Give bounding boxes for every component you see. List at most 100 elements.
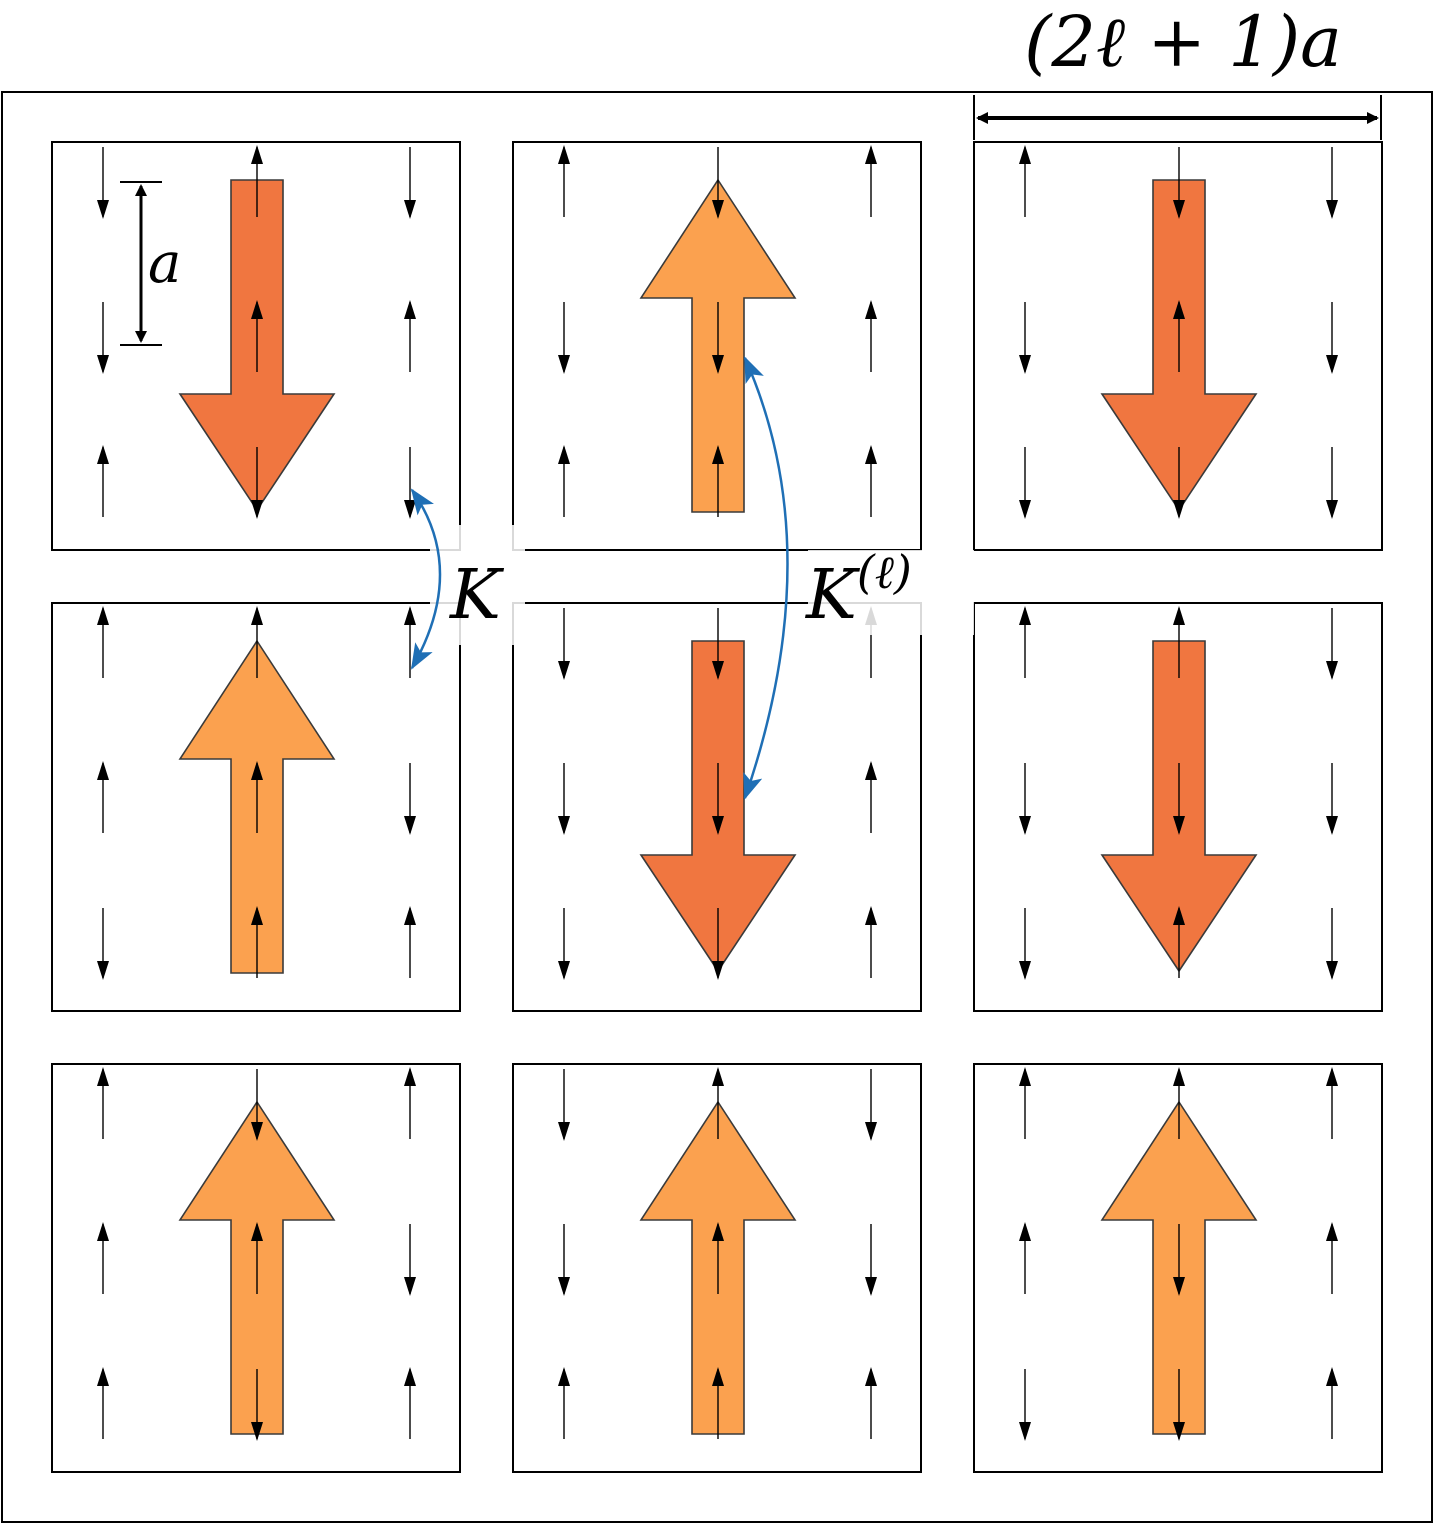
block-grid [51,141,1383,1473]
spin-up-arrow [1173,606,1185,678]
spin-up-arrow [558,145,570,217]
block-cell [51,1063,461,1473]
spin-down-arrow [251,1369,263,1441]
coupling-k-l: K(ℓ) [743,356,974,800]
coupling-k-l-base: K [804,556,861,635]
coupling-k-l-arrow [743,356,789,800]
spin-down-arrow [251,1069,263,1141]
spin-down-arrow [97,302,109,374]
outer-frame [1,91,1433,1523]
spin-up-arrow [712,1367,724,1439]
spin-up-arrow [558,1367,570,1439]
spin-down-arrow [404,1224,416,1296]
coupling-k-label: K [448,556,505,635]
spin-down-arrow [712,147,724,219]
spin-down-arrow [1326,908,1338,980]
spin-up-arrow [251,906,263,978]
spin-down-arrow [1019,302,1031,374]
spin-up-arrow [1173,906,1185,978]
spin-up-arrow [712,1222,724,1294]
block-size-dimension: (2ℓ + 1)a [973,1,1382,140]
spin-up-arrow [97,1367,109,1439]
spin-down-arrow [251,447,263,519]
spin-down-arrow [1173,1369,1185,1441]
spin-down-arrow [1173,763,1185,835]
spin-down-arrow [1326,147,1338,219]
block-cell [512,602,922,1012]
spin-up-arrow [404,1067,416,1139]
spin-up-arrow [1019,1222,1031,1294]
spin-up-arrow [251,1222,263,1294]
spin-down-arrow [558,302,570,374]
spin-up-arrow [97,1067,109,1139]
spin-down-arrow [712,608,724,680]
spin-up-arrow [404,1367,416,1439]
spin-up-arrow [865,761,877,833]
spin-down-arrow [1019,763,1031,835]
block-cell [512,141,922,551]
spin-down-arrow [1326,302,1338,374]
block-cell [973,602,1383,1012]
spin-up-arrow [97,606,109,678]
block-cell [51,141,461,551]
block-cell [973,141,1383,551]
spin-up-arrow [865,906,877,978]
spin-down-arrow [712,763,724,835]
block-cell [973,1063,1383,1473]
spin-down-arrow [1173,147,1185,219]
spin-up-arrow [865,145,877,217]
block-cell [512,1063,922,1473]
coupling-k-arrow [410,488,442,670]
spin-down-arrow [558,763,570,835]
spin-up-arrow [251,300,263,372]
spin-up-arrow [1019,606,1031,678]
spin-up-arrow [97,761,109,833]
spin-down-arrow [97,147,109,219]
spin-up-arrow [865,445,877,517]
spin-up-arrow [1173,300,1185,372]
lattice-spacing-label: a [148,231,181,296]
spin-down-arrow [558,608,570,680]
spin-up-arrow [251,145,263,217]
spin-up-arrow [865,1367,877,1439]
spin-down-arrow [97,908,109,980]
spin-up-arrow [251,606,263,678]
lattice-spacing-dimension: a [120,181,181,346]
block-cell [51,602,461,1012]
spin-down-arrow [558,1224,570,1296]
spin-down-arrow [558,1069,570,1141]
spin-down-arrow [1326,763,1338,835]
spin-down-arrow [558,908,570,980]
spin-up-arrow [712,445,724,517]
spin-down-arrow [404,763,416,835]
spin-up-arrow [404,906,416,978]
spin-up-arrow [1326,1222,1338,1294]
spin-up-arrow [712,1067,724,1139]
spin-up-arrow [404,300,416,372]
spin-down-arrow [865,1224,877,1296]
spin-up-arrow [1019,145,1031,217]
spin-down-arrow [1019,447,1031,519]
spin-up-arrow [865,300,877,372]
spin-down-arrow [1326,447,1338,519]
spin-down-arrow [404,147,416,219]
spin-up-arrow [97,445,109,517]
spin-up-arrow [558,445,570,517]
spin-up-arrow [1173,1067,1185,1139]
spin-down-arrow [1173,447,1185,519]
spin-down-arrow [1019,1369,1031,1441]
coupling-k-l-superscript: (ℓ) [857,545,912,599]
coupling-k: K [410,488,525,670]
spin-up-arrow [1326,1067,1338,1139]
spin-down-arrow [1326,608,1338,680]
spin-up-arrow [1019,1067,1031,1139]
spin-down-arrow [1019,908,1031,980]
coupling-k-l-label: K(ℓ) [804,545,912,635]
spin-up-arrow [1326,1367,1338,1439]
spin-down-arrow [712,908,724,980]
spin-up-arrow [251,761,263,833]
spin-up-arrow [97,1222,109,1294]
spin-down-arrow [865,1069,877,1141]
